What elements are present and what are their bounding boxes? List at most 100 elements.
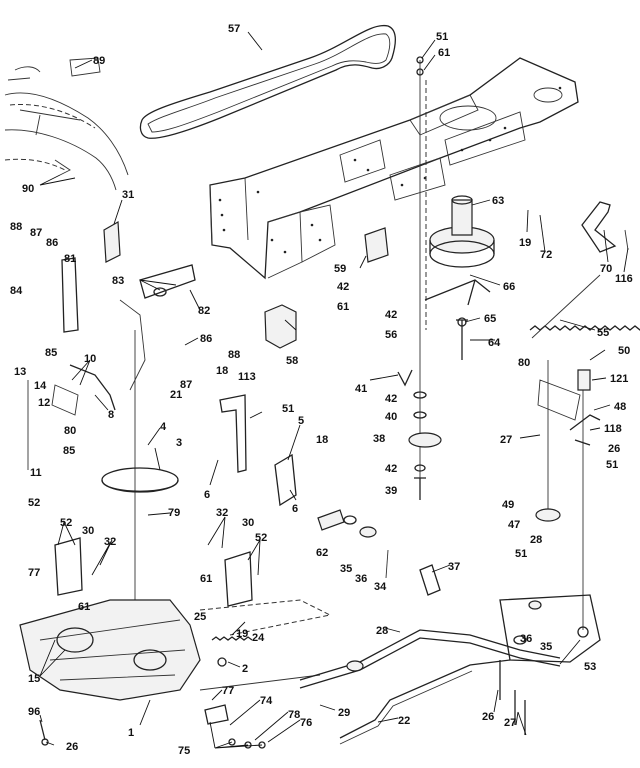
callout-30: 30 [82, 525, 94, 537]
callout-116: 116 [615, 273, 633, 285]
callout-15: 15 [28, 673, 40, 685]
callout-19-low: 19 [236, 628, 248, 640]
callout-5: 5 [298, 415, 304, 427]
callout-61-b: 61 [200, 573, 212, 585]
callout-82: 82 [198, 305, 210, 317]
callout-labels: 57 51 61 89 90 31 63 19 72 70 116 88 87 … [10, 23, 633, 757]
callout-51-mid: 51 [282, 403, 294, 415]
callout-26: 26 [608, 443, 620, 455]
callout-30-b: 30 [242, 517, 254, 529]
callout-35: 35 [340, 563, 352, 575]
callout-77-b: 77 [222, 685, 234, 697]
callout-52-a: 52 [60, 517, 72, 529]
callout-51-low: 51 [515, 548, 527, 560]
callout-77: 77 [28, 567, 40, 579]
callout-47: 47 [508, 519, 520, 531]
leader-lines [39, 31, 629, 749]
callout-72: 72 [540, 249, 552, 261]
callout-76: 76 [300, 717, 312, 729]
callout-41: 41 [355, 383, 367, 395]
callout-58: 58 [286, 355, 298, 367]
callout-66: 66 [503, 281, 515, 293]
callout-25: 25 [194, 611, 206, 623]
callout-65: 65 [484, 313, 496, 325]
callout-48: 48 [614, 401, 626, 413]
callout-28-b: 28 [376, 625, 388, 637]
callout-32: 32 [104, 536, 116, 548]
callout-85-low: 85 [63, 445, 75, 457]
callout-61-mid: 61 [337, 301, 349, 313]
callout-18-b: 18 [316, 434, 328, 446]
callout-4: 4 [160, 421, 167, 433]
callout-6: 6 [204, 489, 210, 501]
spring [529, 325, 640, 331]
callout-34: 34 [374, 581, 387, 593]
callout-55: 55 [597, 327, 609, 339]
callout-8: 8 [108, 409, 114, 421]
callout-90: 90 [22, 183, 34, 195]
callout-6-b: 6 [292, 503, 298, 515]
callout-18: 18 [216, 365, 228, 377]
callout-87-mid: 87 [180, 379, 192, 391]
callout-26-b: 26 [482, 711, 494, 723]
callout-19: 19 [519, 237, 531, 249]
callout-70: 70 [600, 263, 612, 275]
callout-86: 86 [46, 237, 58, 249]
callout-3: 3 [176, 437, 182, 449]
callout-89: 89 [93, 55, 105, 67]
callout-35-b: 35 [540, 641, 552, 653]
callout-28: 28 [530, 534, 542, 546]
callout-96: 96 [28, 706, 40, 718]
callout-88: 88 [10, 221, 22, 233]
callout-42-b: 42 [385, 309, 397, 321]
callout-10: 10 [84, 353, 96, 365]
callout-1: 1 [128, 727, 134, 739]
shift-rod [339, 659, 511, 739]
callout-85-left: 85 [45, 347, 57, 359]
callout-52: 52 [28, 497, 40, 509]
frame-holes [218, 86, 562, 254]
callout-86-mid: 86 [200, 333, 212, 345]
callout-57: 57 [228, 23, 240, 35]
callout-2: 2 [242, 663, 248, 675]
callout-36-b: 36 [520, 633, 532, 645]
callout-27-b: 27 [504, 717, 516, 729]
callout-50: 50 [618, 345, 630, 357]
callout-13: 13 [14, 366, 26, 378]
callout-87: 87 [30, 227, 42, 239]
callout-79: 79 [168, 507, 180, 519]
callout-78: 78 [288, 709, 300, 721]
callout-51: 51 [436, 31, 448, 43]
callout-39: 39 [385, 485, 397, 497]
callout-42-c: 42 [385, 393, 397, 405]
callout-121: 121 [610, 373, 628, 385]
callout-32-b: 32 [216, 507, 228, 519]
callout-40: 40 [385, 411, 397, 423]
callout-22: 22 [398, 715, 410, 727]
callout-12: 12 [38, 397, 50, 409]
callout-52-b: 52 [255, 532, 267, 544]
callout-80-left: 80 [64, 425, 76, 437]
callout-26-c: 26 [66, 741, 78, 753]
callout-31: 31 [122, 189, 134, 201]
callout-80-right: 80 [518, 357, 530, 369]
callout-63: 63 [492, 195, 504, 207]
callout-51-right: 51 [606, 459, 618, 471]
callout-36: 36 [355, 573, 367, 585]
callout-113: 113 [238, 371, 256, 383]
callout-74: 74 [260, 695, 273, 707]
callout-37: 37 [448, 561, 460, 573]
callout-61: 61 [438, 47, 450, 59]
callout-62: 62 [316, 547, 328, 559]
callout-75: 75 [178, 745, 190, 757]
callout-81: 81 [64, 253, 76, 265]
callout-61-low: 61 [78, 601, 90, 613]
transaxle [19, 599, 201, 701]
callout-118: 118 [604, 423, 622, 435]
callout-88-mid: 88 [228, 349, 240, 361]
callout-38: 38 [373, 433, 385, 445]
callout-42-d: 42 [385, 463, 397, 475]
callout-84: 84 [10, 285, 23, 297]
